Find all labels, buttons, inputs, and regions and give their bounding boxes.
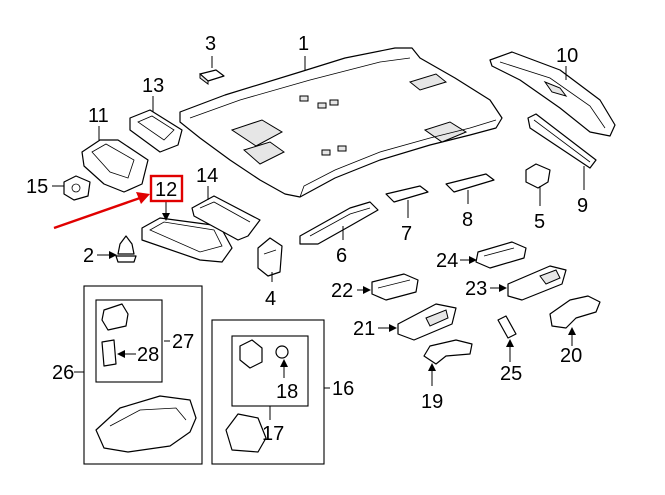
part-1-headliner <box>179 47 503 198</box>
part-13-visor-cover <box>129 109 183 153</box>
part-8-clip <box>445 173 495 193</box>
callout-6: 6 <box>336 245 347 267</box>
part-20-grab-handle <box>549 295 601 329</box>
callout-7: 7 <box>401 223 412 245</box>
callout-11: 11 <box>88 105 109 127</box>
callout-labels: 1 3 10 11 13 15 12 14 2 4 6 7 8 5 9 24 2… <box>26 33 588 445</box>
part-15-clip <box>63 175 91 201</box>
callout-4: 4 <box>265 288 276 310</box>
part-4-bracket <box>257 237 283 277</box>
part-25-clip <box>497 315 517 339</box>
callout-17: 17 <box>262 423 284 445</box>
callout-15: 15 <box>26 176 48 198</box>
part-5-clip <box>525 163 551 189</box>
callout-13: 13 <box>142 75 164 97</box>
callout-19: 19 <box>421 391 443 413</box>
part-21-housing <box>397 303 457 341</box>
callout-18: 18 <box>276 381 298 403</box>
callout-27: 27 <box>172 331 194 353</box>
callout-9: 9 <box>577 195 588 217</box>
callout-24: 24 <box>436 250 458 272</box>
part-7-clip <box>385 185 429 203</box>
callout-8: 8 <box>462 209 473 231</box>
callout-25: 25 <box>500 363 522 385</box>
part-3-pad <box>199 69 225 85</box>
callout-26: 26 <box>52 362 74 384</box>
part-14-visor-panel <box>191 195 261 241</box>
part-11-visor <box>81 139 149 193</box>
part-22-handle <box>371 273 419 301</box>
part-19-grab-handle <box>423 339 473 365</box>
callout-16: 16 <box>332 378 354 400</box>
part-10-rail <box>489 51 616 137</box>
callout-22: 22 <box>331 280 353 302</box>
leader-lines <box>52 56 585 420</box>
callout-12-highlighted: 12 <box>155 179 177 201</box>
callout-21: 21 <box>353 318 375 340</box>
callout-1: 1 <box>298 33 309 55</box>
part-9-strip <box>527 113 597 169</box>
callout-2: 2 <box>83 245 94 267</box>
highlight-indicator <box>53 174 184 230</box>
part-12-visor <box>141 217 233 263</box>
callout-23: 23 <box>465 278 487 300</box>
part-6-rail <box>299 201 379 245</box>
group-26-frame <box>83 285 203 465</box>
part-24-handle <box>475 241 527 269</box>
callout-28: 28 <box>137 344 159 366</box>
callout-14: 14 <box>196 165 218 187</box>
callout-20: 20 <box>560 345 582 367</box>
callout-3: 3 <box>205 33 216 55</box>
callout-10: 10 <box>556 45 578 67</box>
part-23-housing <box>507 265 567 301</box>
callout-5: 5 <box>534 211 545 233</box>
part-2-pin <box>115 235 137 263</box>
group-16-frame <box>211 319 325 465</box>
